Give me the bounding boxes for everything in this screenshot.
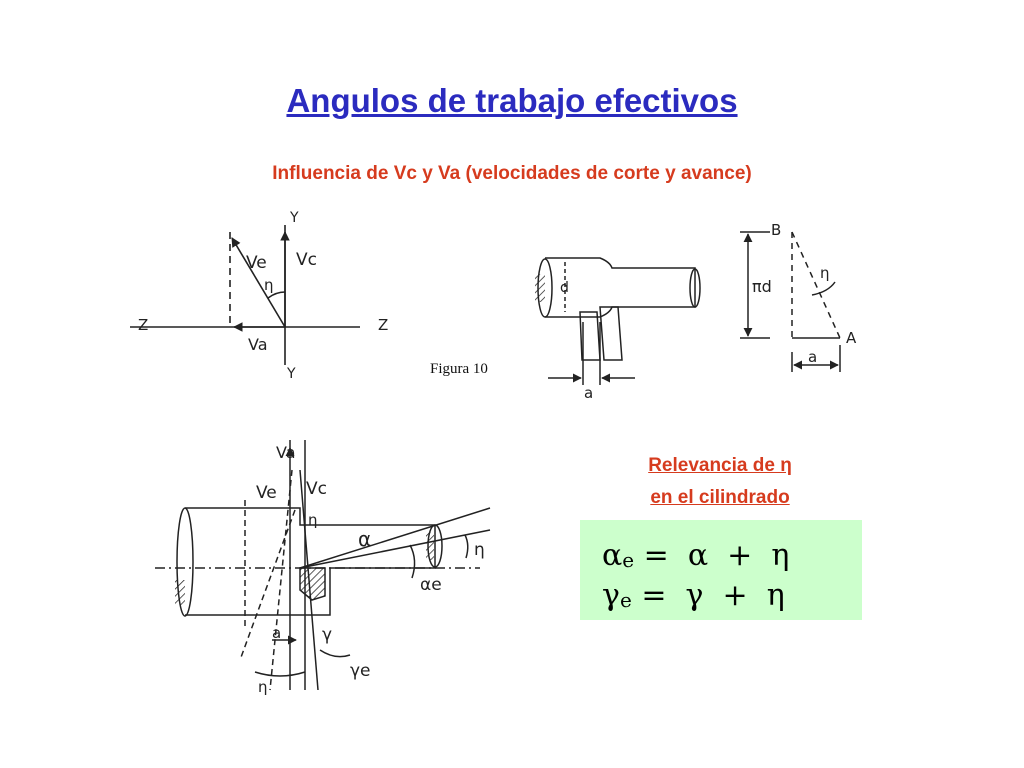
- workpiece-shaft-end: [689, 268, 701, 308]
- label-pid: πd: [752, 277, 772, 296]
- figure-turning-sketch: [535, 257, 701, 385]
- label-a-fig4: a: [272, 624, 281, 642]
- label-ve: Ve: [246, 253, 267, 273]
- label-eta: η: [264, 276, 274, 294]
- formula-box: αe = α + η γe = γ + η: [580, 520, 862, 620]
- page-title: Angulos de trabajo efectivos: [286, 82, 738, 119]
- label-va-fig4: Va: [276, 443, 296, 462]
- label-y-bottom: Y: [286, 366, 296, 382]
- label-eta1-fig4: η: [308, 511, 318, 529]
- formula2-sub: e: [619, 588, 632, 612]
- label-z-left: Z: [138, 316, 148, 334]
- label-vc: Vc: [296, 250, 317, 270]
- label-ve-fig4: Ve: [256, 483, 277, 503]
- label-b: B: [771, 221, 781, 239]
- formula-gamma-e: γe = γ + η: [602, 578, 785, 613]
- label-gamma-e: γe: [350, 661, 371, 681]
- label-z-right: Z: [378, 316, 388, 334]
- formula-alpha-e: αe = α + η: [602, 538, 789, 573]
- label-a-fig3: a: [808, 348, 817, 366]
- formula1-lhs: α: [602, 538, 623, 573]
- tool-2: [599, 306, 623, 361]
- formula1-rhs: = α + η: [634, 538, 790, 573]
- figure-effective-angles: [155, 440, 491, 691]
- eta-arc: [267, 291, 286, 299]
- workpiece-4: [185, 507, 436, 616]
- formula2-lhs: γ: [602, 578, 620, 613]
- label-va: Va: [248, 335, 268, 354]
- label-alpha: α: [358, 527, 371, 551]
- figure-velocity-triangle: [130, 225, 360, 365]
- label-eta3-fig4: η: [258, 678, 268, 696]
- alpha-e-arc: [409, 544, 416, 579]
- workpiece-4-end: [176, 507, 194, 617]
- label-gamma: γ: [322, 625, 332, 645]
- page-subtitle: Influencia de Vc y Va (velocidades de co…: [272, 163, 752, 184]
- figure-helix-triangle: [740, 231, 841, 372]
- label-eta2-fig4: η: [474, 540, 485, 560]
- relevance-line-2: en el cilindrado: [650, 487, 790, 508]
- figure-caption: Figura 10: [430, 361, 488, 377]
- ve-arrow: [231, 237, 286, 328]
- eta-arc-fig3: [811, 281, 836, 296]
- workpiece-outline: [545, 257, 696, 318]
- formula1-sub: e: [622, 548, 635, 572]
- label-y-top: Y: [289, 210, 299, 226]
- label-eta-fig3: η: [820, 264, 830, 282]
- formula2-rhs: = γ + η: [631, 578, 785, 613]
- tool-tip: [299, 567, 326, 601]
- eta-arc-right: [464, 534, 469, 559]
- label-vc-fig4: Vc: [306, 479, 327, 499]
- label-a-point: A: [846, 329, 857, 347]
- label-alpha-e: αe: [420, 575, 442, 595]
- label-a-fig2: a: [584, 384, 593, 402]
- label-d: d: [560, 280, 569, 296]
- relevance-line-1: Relevancia de η: [648, 455, 792, 476]
